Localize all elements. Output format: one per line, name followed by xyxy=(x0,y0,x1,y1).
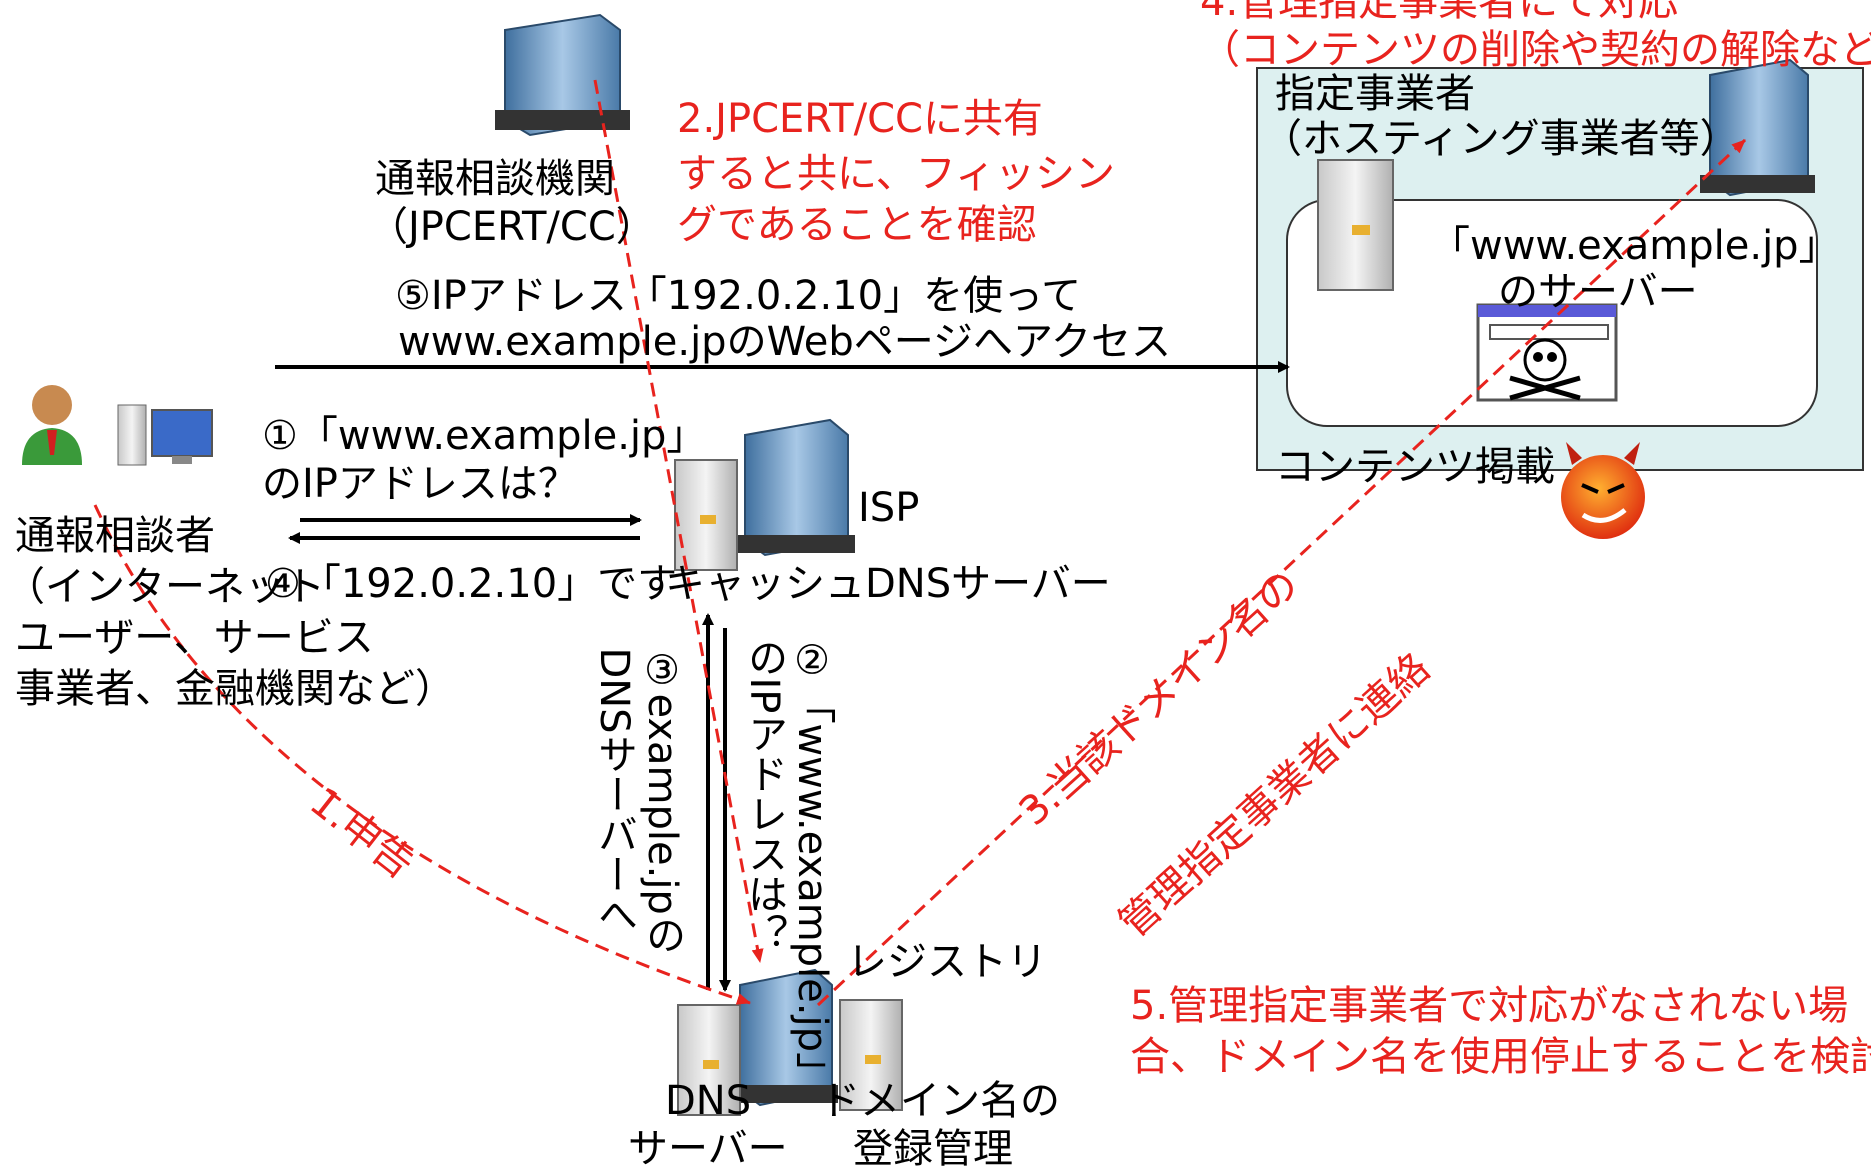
registry-query-line1: ②「www.example.jp」 xyxy=(789,637,835,1093)
reporter-user-icon xyxy=(22,385,82,465)
hosting-title-line2: （ホスティング事業者等） xyxy=(1262,116,1740,162)
isp-server-icon xyxy=(674,459,738,571)
step2-share-line2: すると共に、フィッシン xyxy=(677,151,1115,197)
reporter-label-line4: 事業者、金融機関など） xyxy=(15,666,455,712)
attacker-devil-icon xyxy=(1561,442,1645,539)
skull-webpage-icon xyxy=(1476,303,1618,402)
step4-action-line1: 4.管理指定事業者にて対応 xyxy=(1200,0,1679,25)
hosting-building-icon xyxy=(1700,58,1815,197)
reporter-label-line2: （インターネット xyxy=(5,564,325,610)
dns-referral-vertical-label: ③example.jpの DNSサーバーへ xyxy=(590,622,734,955)
server-label-line1: 「www.example.jp」 xyxy=(1430,223,1839,269)
dns-server-icon xyxy=(677,1004,741,1116)
access-step-line2: www.example.jpのWebページへアクセス xyxy=(398,319,1171,365)
jpcert-label-line1: 通報相談機関 xyxy=(375,156,615,202)
reporter-pc-icon xyxy=(117,404,213,466)
isp-label: ISP xyxy=(858,485,920,531)
red-arrow-contact-registrar xyxy=(816,138,1747,1007)
jpcert-building-icon xyxy=(495,13,630,137)
dns-referral-line1: ③example.jpの xyxy=(639,647,685,955)
registry-server-icon xyxy=(839,999,903,1111)
query-step-line2: のIPアドレスは？ xyxy=(262,461,578,507)
jpcert-label-line2: （JPCERT/CC） xyxy=(368,204,656,250)
server-label-line2: のサーバー xyxy=(1498,269,1698,315)
answer-step-label: ④「192.0.2.10」です xyxy=(265,561,678,607)
cache-dns-label: キャッシュDNSサーバー xyxy=(665,561,1111,607)
dns-referral-line2: DNSサーバーへ xyxy=(591,647,637,934)
content-posting-label: コンテンツ掲載 xyxy=(1275,444,1555,490)
registry-query-line2: のIPアドレスは？ xyxy=(741,637,787,954)
hosting-server-icon xyxy=(1317,159,1394,291)
query-step-line1: ①「www.example.jp」 xyxy=(262,413,707,459)
step4-action-line2: （コンテンツの削除や契約の解除など） xyxy=(1200,27,1871,73)
dns-server-label-line2: サーバー xyxy=(628,1126,788,1172)
hosting-title-line1: 指定事業者 xyxy=(1275,71,1475,117)
dns-server-label-line1: DNS xyxy=(665,1078,752,1124)
access-step-line1: ⑤IPアドレス「192.0.2.10」を使って xyxy=(395,273,1082,319)
reporter-label-line1: 通報相談者 xyxy=(15,513,215,559)
registry-label: レジストリ xyxy=(847,939,1047,985)
step2-share-line1: 2.JPCERT/CCに共有 xyxy=(677,96,1043,142)
suspension-note-line1: 5.管理指定事業者で対応がなされない場 xyxy=(1130,983,1849,1029)
isp-building-icon xyxy=(735,418,855,557)
domain-registration-line2: 登録管理 xyxy=(853,1126,1013,1172)
red-arrow-report xyxy=(93,504,751,1005)
domain-registration-line1: ドメイン名の xyxy=(820,1078,1060,1124)
step2-share-line3: グであることを確認 xyxy=(677,202,1037,248)
reporter-label-line3: ユーザー、サービス xyxy=(15,615,374,661)
suspension-note-line2: 合、ドメイン名を使用停止することを検討 xyxy=(1130,1034,1871,1080)
registry-query-vertical-label: ②「www.example.jp」 のIPアドレスは？ xyxy=(740,612,884,1092)
red-arrow-share-jpcert xyxy=(593,79,764,963)
